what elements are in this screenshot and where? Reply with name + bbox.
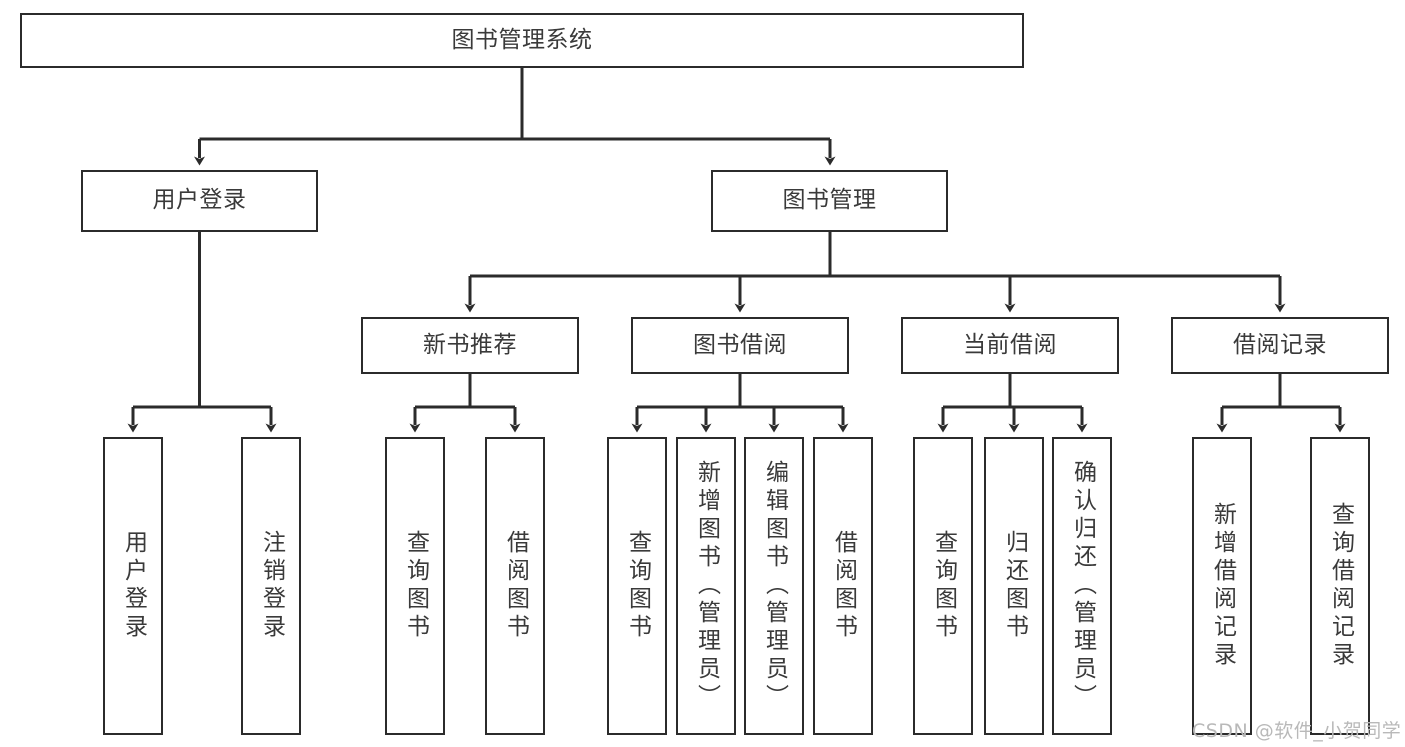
node-leaf-borrow-book-1-label: 借阅图书 (502, 530, 529, 642)
node-leaf-query-book-1-label: 查询图书 (402, 530, 429, 642)
node-leaf-query-book-1[interactable]: 查询图书 (385, 437, 445, 735)
node-leaf-return-book-label: 归还图书 (1001, 530, 1028, 642)
node-user-login[interactable]: 用户登录 (81, 170, 318, 232)
node-new-book-recommend-label: 新书推荐 (423, 331, 517, 358)
node-leaf-query-record[interactable]: 查询借阅记录 (1310, 437, 1370, 735)
node-leaf-borrow-book-2[interactable]: 借阅图书 (813, 437, 873, 735)
node-leaf-user-login-label: 用户登录 (120, 530, 147, 642)
node-user-login-label: 用户登录 (152, 187, 247, 214)
node-borrow-record[interactable]: 借阅记录 (1171, 317, 1389, 374)
node-book-borrow[interactable]: 图书借阅 (631, 317, 849, 374)
node-root-label: 图书管理系统 (451, 26, 593, 53)
node-leaf-query-record-label: 查询借阅记录 (1327, 502, 1354, 670)
node-book-manage-label: 图书管理 (782, 187, 877, 214)
node-book-borrow-label: 图书借阅 (693, 331, 787, 358)
node-new-book-recommend[interactable]: 新书推荐 (361, 317, 579, 374)
node-leaf-logout[interactable]: 注销登录 (241, 437, 301, 735)
node-root[interactable]: 图书管理系统 (20, 13, 1024, 68)
csdn-watermark: CSDN @软件_小贺同学 (1192, 720, 1402, 742)
node-current-borrow[interactable]: 当前借阅 (901, 317, 1119, 374)
node-leaf-add-record[interactable]: 新增借阅记录 (1192, 437, 1252, 735)
node-borrow-record-label: 借阅记录 (1233, 331, 1327, 358)
node-leaf-return-book[interactable]: 归还图书 (984, 437, 1044, 735)
node-book-manage[interactable]: 图书管理 (711, 170, 948, 232)
node-leaf-user-login[interactable]: 用户登录 (103, 437, 163, 735)
node-leaf-query-book-2[interactable]: 查询图书 (607, 437, 667, 735)
node-leaf-query-book-3-label: 查询图书 (930, 530, 957, 642)
node-leaf-confirm-return[interactable]: 确认归还（管理员） (1052, 437, 1112, 735)
node-leaf-add-book[interactable]: 新增图书（管理员） (676, 437, 736, 735)
node-leaf-logout-label: 注销登录 (258, 530, 285, 642)
node-leaf-confirm-return-label: 确认归还（管理员） (1069, 460, 1096, 712)
node-leaf-edit-book[interactable]: 编辑图书（管理员） (744, 437, 804, 735)
node-leaf-query-book-2-label: 查询图书 (624, 530, 651, 642)
node-leaf-add-book-label: 新增图书（管理员） (693, 460, 720, 712)
node-leaf-borrow-book-2-label: 借阅图书 (830, 530, 857, 642)
node-leaf-query-book-3[interactable]: 查询图书 (913, 437, 973, 735)
node-current-borrow-label: 当前借阅 (963, 331, 1057, 358)
node-leaf-borrow-book-1[interactable]: 借阅图书 (485, 437, 545, 735)
node-leaf-edit-book-label: 编辑图书（管理员） (761, 460, 788, 712)
node-leaf-add-record-label: 新增借阅记录 (1209, 502, 1236, 670)
